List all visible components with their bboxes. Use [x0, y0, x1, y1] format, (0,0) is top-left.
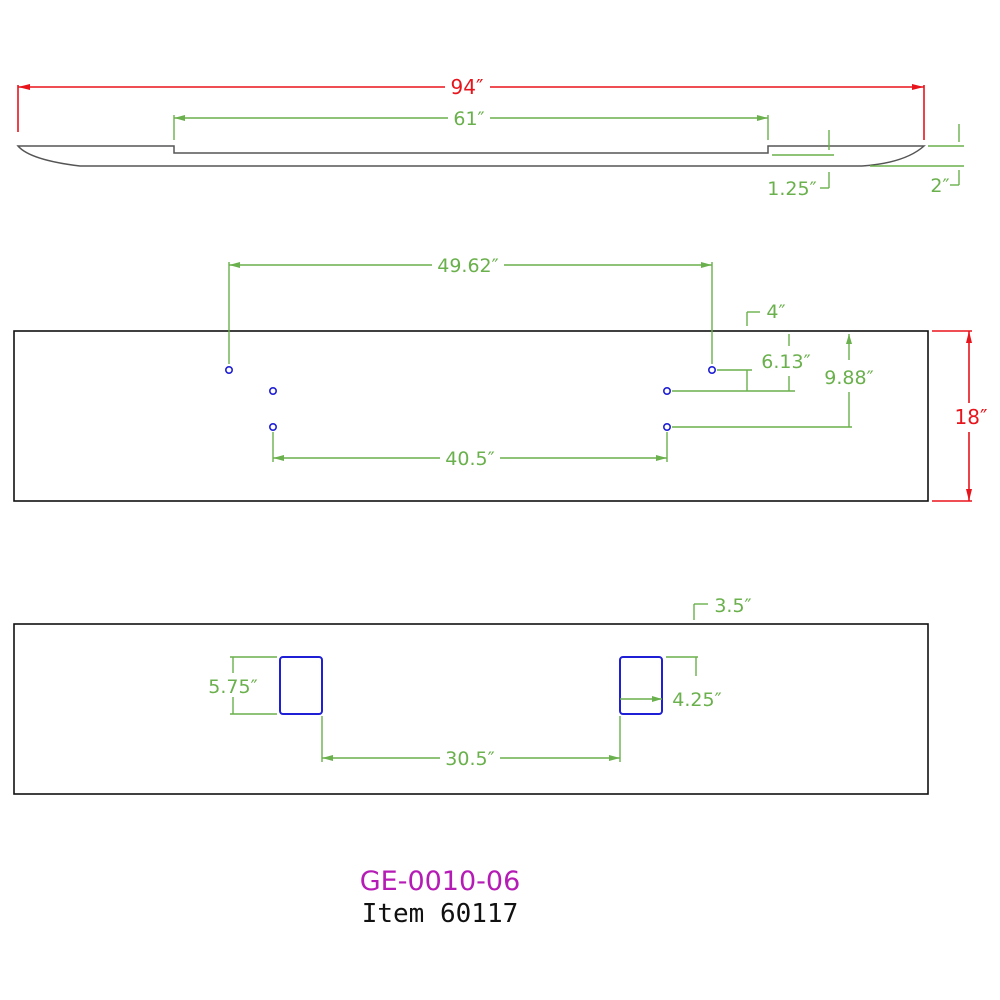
slot-spacing-arrow-left [322, 755, 333, 761]
hole-drop-2-label: 9.88″ [824, 367, 873, 389]
center-section-arrow-right [757, 115, 768, 121]
item-number: Item 60117 [362, 899, 519, 929]
bottom-offset-label: 3.5″ [714, 595, 751, 617]
overall-length-label: 94″ [451, 75, 484, 99]
end-height-label: 2″ [930, 175, 949, 197]
outer-hole-arrow-right [701, 262, 712, 268]
mounting-hole-outer-right [707, 365, 716, 374]
title-block: GE-0010-06 Item 60117 [360, 866, 521, 929]
top-view-outline [13, 330, 929, 502]
top-offset-label: 4″ [766, 301, 785, 323]
mounting-hole-outer-left [225, 365, 234, 374]
overall-length-arrow-right [912, 84, 924, 90]
bottom-view: 3.5″ 5.75″ 4.25″ 30.5″ [13, 595, 929, 795]
bumper-profile-outline [16, 145, 926, 167]
height-arrow-top [966, 331, 972, 343]
hole-drop-2-arrow-top [846, 334, 852, 344]
outer-hole-spacing-label: 49.62″ [437, 255, 499, 277]
mounting-hole-lower-left [268, 422, 277, 431]
inner-hole-arrow-right [656, 455, 667, 461]
mounting-hole-upper-left [268, 386, 277, 395]
slot-height-label: 5.75″ [208, 676, 257, 698]
inner-hole-spacing-label: 40.5″ [445, 448, 494, 470]
height-label: 18″ [955, 405, 988, 429]
height-arrow-bottom [966, 489, 972, 501]
overall-length-arrow-left [18, 84, 30, 90]
slot-width-arrow [652, 696, 662, 702]
slot-spacing-arrow-right [609, 755, 620, 761]
step-label: 1.25″ [767, 178, 816, 200]
mounting-hole-lower-right [662, 422, 671, 431]
center-section-arrow-left [174, 115, 185, 121]
hole-drop-1-label: 6.13″ [761, 351, 810, 373]
part-code: GE-0010-06 [360, 866, 521, 897]
center-section-label: 61″ [453, 108, 484, 130]
slot-width-label: 4.25″ [672, 689, 721, 711]
mounting-hole-upper-right [662, 386, 671, 395]
mounting-slot-right [619, 656, 663, 715]
mounting-slot-left [279, 656, 323, 715]
inner-hole-arrow-left [273, 455, 284, 461]
slot-spacing-label: 30.5″ [445, 748, 494, 770]
top-view: 49.62″ 40.5″ 4″ 6.13″ 9.88″ 18″ [13, 255, 988, 502]
bottom-view-outline [13, 623, 929, 795]
profile-view: 94″ 61″ 1.25″ 2″ [16, 75, 964, 200]
outer-hole-arrow-left [229, 262, 240, 268]
